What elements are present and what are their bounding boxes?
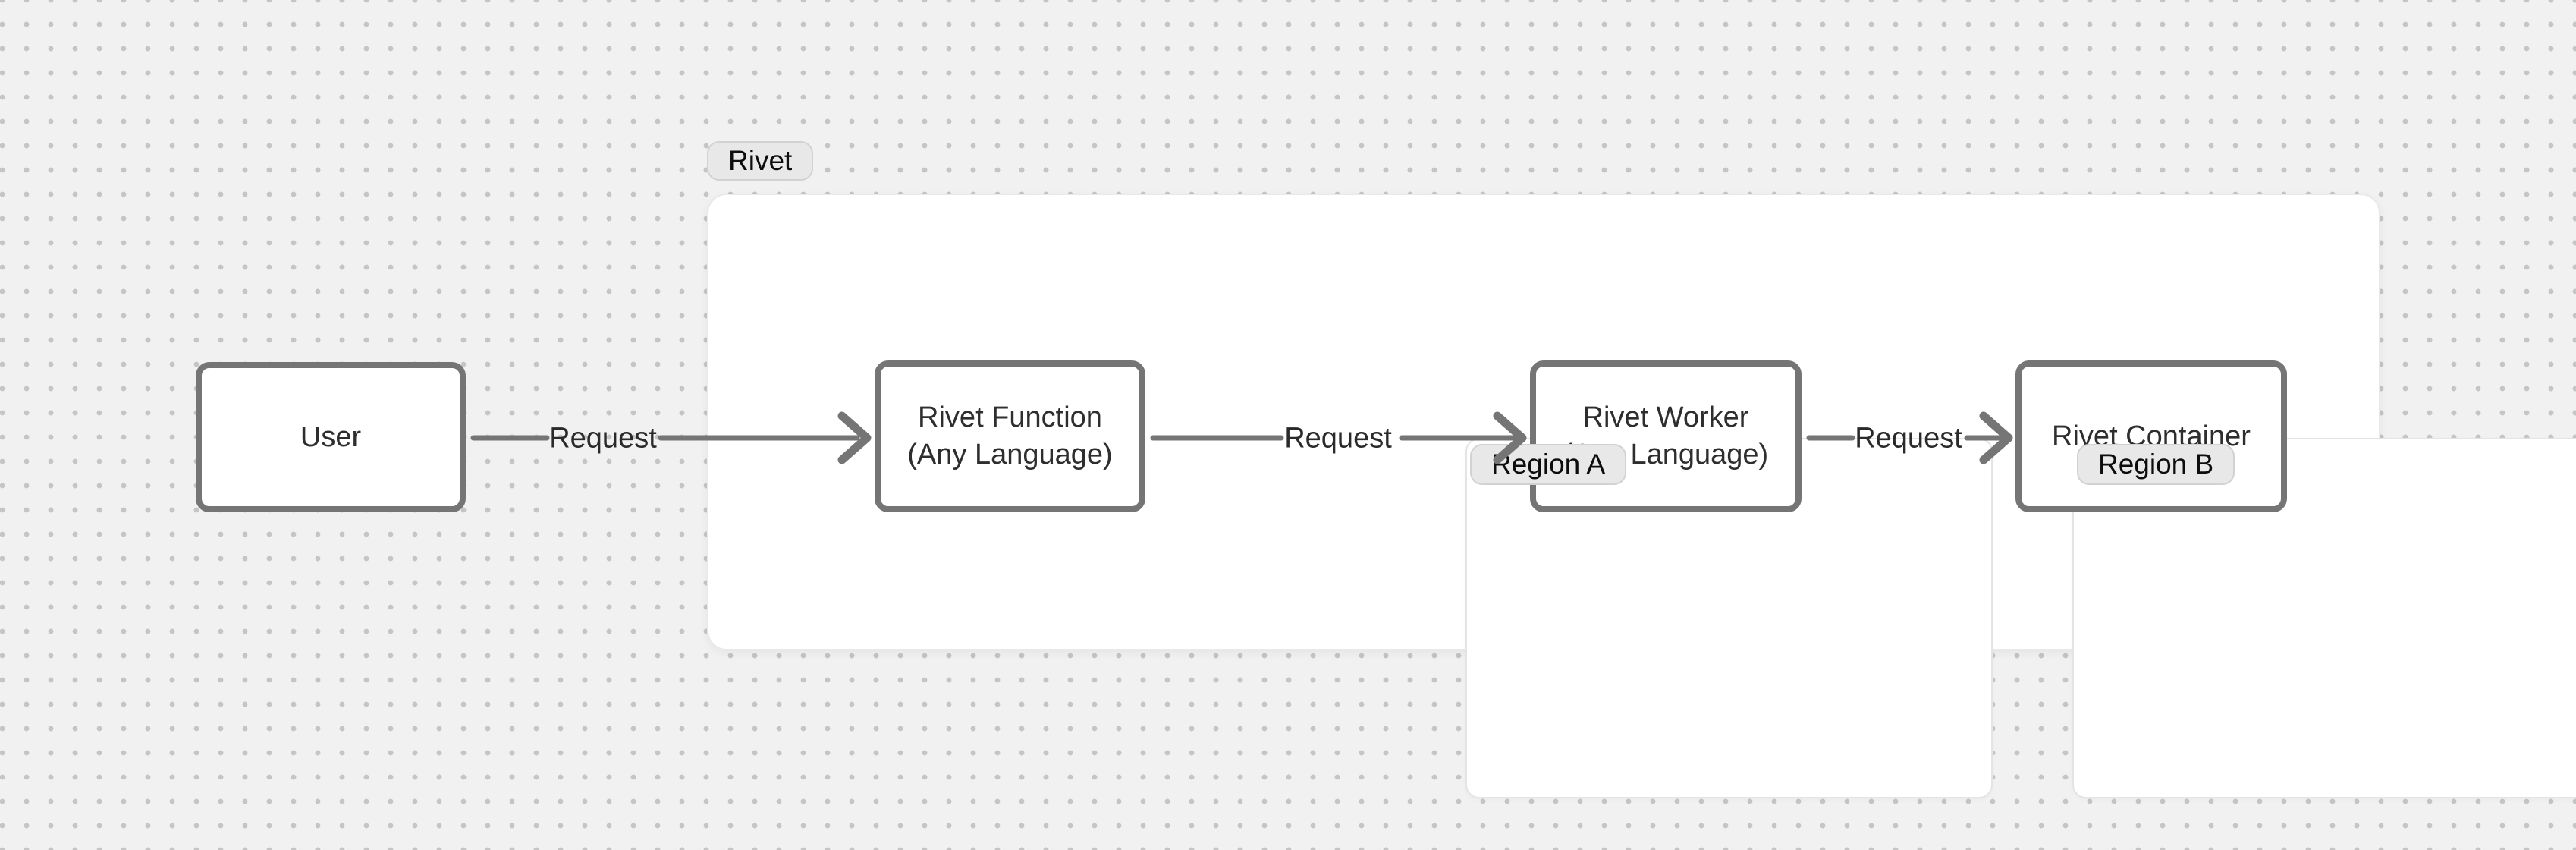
arrow-label-user-to-function[interactable]: Request [549, 422, 657, 455]
rivet-worker-node[interactable]: Rivet Worker (Any Language) [1530, 360, 1802, 512]
rivet-worker-node-label-line1: Rivet Worker [1582, 401, 1749, 433]
arrow-label-function-to-worker[interactable]: Request [1284, 422, 1392, 455]
rivet-frame-label[interactable]: Rivet [707, 141, 814, 181]
region-b-frame-label[interactable]: Region B [2077, 444, 2235, 485]
region-a-frame-label[interactable]: Region A [1470, 444, 1627, 485]
region-a-frame-label-text: Region A [1491, 449, 1606, 480]
user-node[interactable]: User [196, 362, 466, 512]
rivet-function-node-label-line2: (Any Language) [907, 439, 1113, 471]
rivet-function-node-label-line1: Rivet Function [918, 401, 1102, 433]
arrow-label-worker-to-container[interactable]: Request [1855, 422, 1962, 455]
user-node-label: User [300, 420, 362, 453]
region-b-frame-label-text: Region B [2098, 449, 2214, 480]
rivet-container-node[interactable]: Rivet Container [2015, 360, 2287, 512]
rivet-frame-label-text: Rivet [728, 145, 793, 176]
rivet-function-node[interactable]: Rivet Function (Any Language) [875, 360, 1145, 512]
